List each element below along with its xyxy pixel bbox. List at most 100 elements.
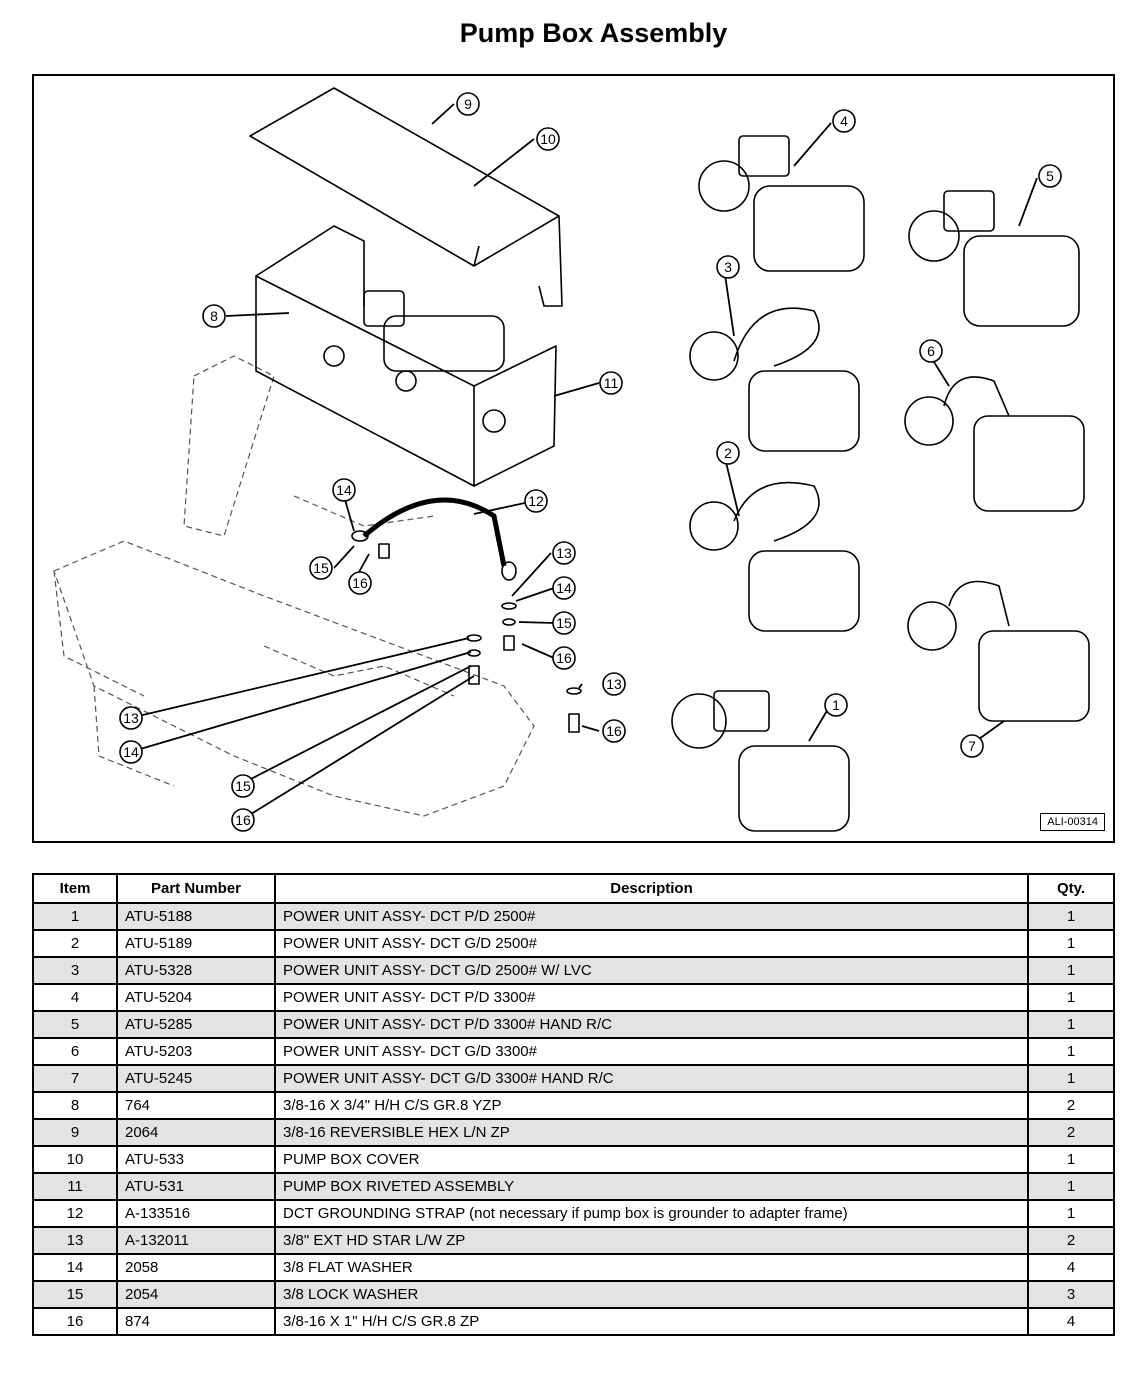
- cell-item: 13: [32, 1226, 118, 1255]
- callout-label: 15: [235, 778, 251, 794]
- cell-qty: 2: [1027, 1118, 1115, 1147]
- pump-box-cover: [249, 87, 563, 307]
- callout-label: 7: [968, 738, 976, 754]
- header-part-number: Part Number: [116, 873, 276, 904]
- callout-label: 5: [1046, 168, 1054, 184]
- cell-item: 8: [32, 1091, 118, 1120]
- callout-16c: [231, 808, 255, 832]
- cell-item: 16: [32, 1307, 118, 1336]
- exploded-assembly-diagram: 1 2 3 4 5 6 7 8 9 10 11 12 13 14 15 16 1…: [32, 74, 1115, 843]
- callout-label: 4: [840, 113, 848, 129]
- cell-item: 14: [32, 1253, 118, 1282]
- callout-15a: [309, 556, 333, 580]
- callout-label: 1: [832, 697, 840, 713]
- cell-item: 4: [32, 983, 118, 1012]
- callout-label: 16: [235, 812, 251, 828]
- callout-5: [1038, 164, 1062, 188]
- callout-13c: [119, 706, 143, 730]
- cell-description: 3/8-16 X 3/4" H/H C/S GR.8 YZP: [274, 1091, 1029, 1120]
- cell-description: PUMP BOX COVER: [274, 1145, 1029, 1174]
- cell-part-number: 2058: [116, 1253, 276, 1282]
- callout-9: [456, 92, 480, 116]
- callout-label: 16: [606, 723, 622, 739]
- callout-label: 8: [210, 308, 218, 324]
- cell-part-number: 2064: [116, 1118, 276, 1147]
- cell-qty: 4: [1027, 1307, 1115, 1336]
- cell-description: POWER UNIT ASSY- DCT G/D 2500#: [274, 929, 1029, 958]
- cell-part-number: ATU-5204: [116, 983, 276, 1012]
- callout-label: 2: [724, 445, 732, 461]
- cell-item: 15: [32, 1280, 118, 1309]
- cell-description: PUMP BOX RIVETED ASSEMBLY: [274, 1172, 1029, 1201]
- callout-14a: [332, 478, 356, 502]
- callout-10: [536, 127, 560, 151]
- callout-label: 11: [604, 375, 619, 391]
- power-unit-6: [904, 376, 1085, 512]
- cell-qty: 1: [1027, 1064, 1115, 1093]
- callout-label: 13: [123, 710, 139, 726]
- cell-item: 1: [32, 902, 118, 931]
- callout-label: 13: [556, 545, 572, 561]
- figure-reference: ALI-00314: [1040, 813, 1105, 831]
- callout-label: 16: [352, 575, 368, 591]
- cell-item: 7: [32, 1064, 118, 1093]
- cell-description: 3/8 FLAT WASHER: [274, 1253, 1029, 1282]
- header-description: Description: [274, 873, 1029, 904]
- cell-description: 3/8-16 X 1" H/H C/S GR.8 ZP: [274, 1307, 1029, 1336]
- callout-label: 6: [927, 343, 935, 359]
- cell-part-number: 874: [116, 1307, 276, 1336]
- cell-item: 3: [32, 956, 118, 985]
- cell-qty: 1: [1027, 902, 1115, 931]
- cell-qty: 1: [1027, 983, 1115, 1012]
- callout-2: [716, 441, 740, 465]
- callout-12: [524, 489, 548, 513]
- callout-13d: [602, 672, 626, 696]
- cell-part-number: ATU-531: [116, 1172, 276, 1201]
- callout-label: 9: [464, 96, 472, 112]
- grounding-strap: [351, 497, 517, 581]
- callout-label: 16: [556, 650, 572, 666]
- callout-15b: [552, 611, 576, 635]
- cell-part-number: ATU-5285: [116, 1010, 276, 1039]
- cell-part-number: ATU-5189: [116, 929, 276, 958]
- power-unit-3: [689, 307, 860, 452]
- cell-item: 12: [32, 1199, 118, 1228]
- cell-description: POWER UNIT ASSY- DCT G/D 3300#: [274, 1037, 1029, 1066]
- callout-label: 15: [556, 615, 572, 631]
- cell-item: 6: [32, 1037, 118, 1066]
- callout-label: 12: [528, 493, 544, 509]
- callout-8: [202, 304, 226, 328]
- cell-description: DCT GROUNDING STRAP (not necessary if pu…: [274, 1199, 1029, 1228]
- cell-qty: 4: [1027, 1253, 1115, 1282]
- cell-qty: 1: [1027, 956, 1115, 985]
- cell-description: 3/8 LOCK WASHER: [274, 1280, 1029, 1309]
- cell-description: POWER UNIT ASSY- DCT G/D 3300# HAND R/C: [274, 1064, 1029, 1093]
- header-qty: Qty.: [1027, 873, 1115, 904]
- callout-1: [824, 693, 848, 717]
- callout-label: 14: [123, 744, 139, 760]
- cell-description: 3/8-16 REVERSIBLE HEX L/N ZP: [274, 1118, 1029, 1147]
- callout-13b: [552, 541, 576, 565]
- cell-item: 9: [32, 1118, 118, 1147]
- cell-part-number: A-133516: [116, 1199, 276, 1228]
- hardware-stack: [378, 543, 582, 733]
- power-unit-illustrations: [671, 135, 1090, 832]
- callout-14b: [552, 576, 576, 600]
- cell-description: POWER UNIT ASSY- DCT P/D 2500#: [274, 902, 1029, 931]
- callout-label: 13: [606, 676, 622, 692]
- callout-16d: [602, 719, 626, 743]
- adapter-frame-outline: [53, 355, 535, 817]
